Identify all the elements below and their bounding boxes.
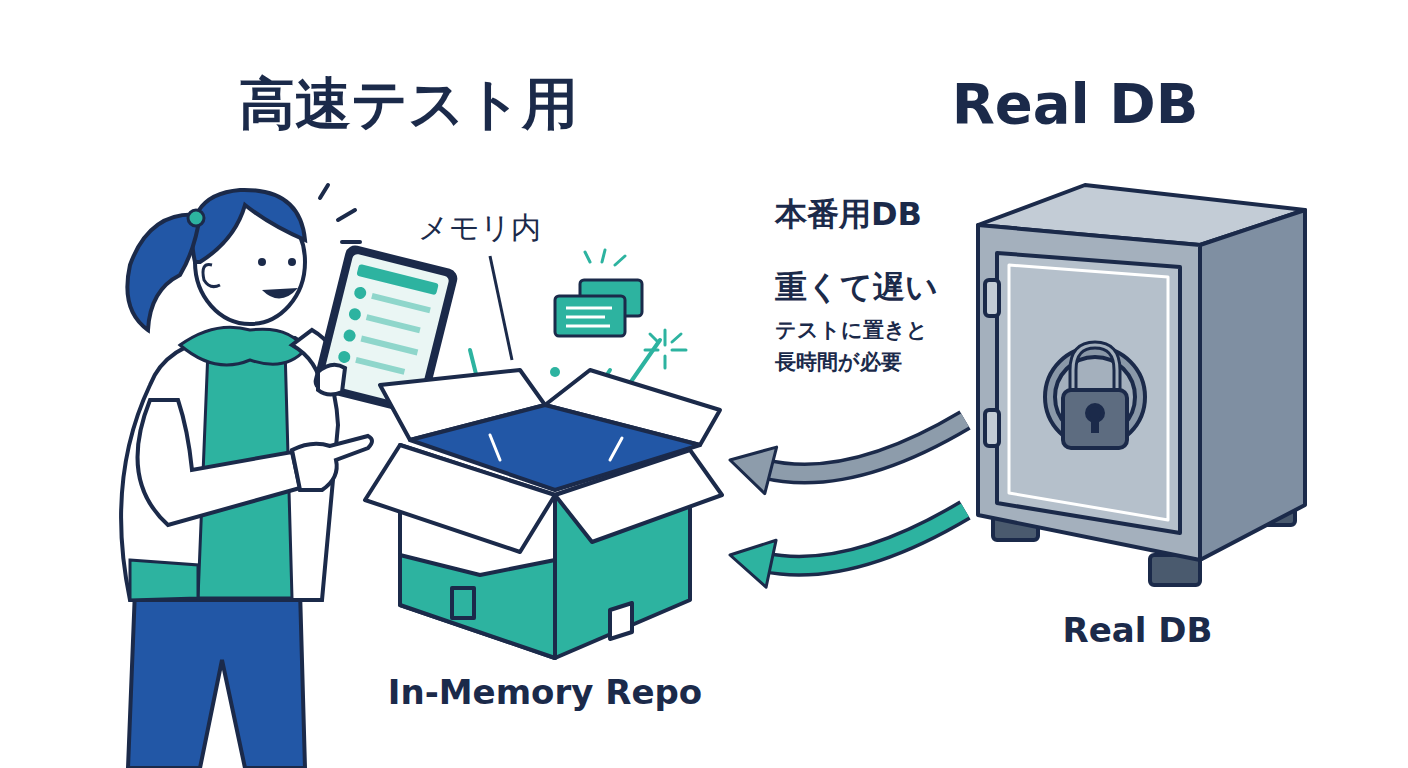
hair-tie <box>188 210 204 226</box>
note-text: 長時間が必要 <box>775 350 975 375</box>
note-heading: 重くて遅い <box>775 268 975 306</box>
note-heading: 本番用DB <box>775 195 975 233</box>
woman-collar <box>180 327 305 365</box>
arrow-outline <box>763 420 965 473</box>
arrow-head <box>730 540 776 587</box>
sparkle <box>585 250 686 368</box>
heading: 高速テスト用 <box>208 70 608 137</box>
woman-mouth <box>262 288 298 299</box>
woman-eye <box>288 258 296 266</box>
woman-ponytail <box>127 215 200 330</box>
woman-jacket-band <box>130 560 198 600</box>
node-label: Real DB <box>965 610 1310 650</box>
woman-hair <box>192 190 305 262</box>
node-label: In-Memory Repo <box>360 672 730 712</box>
arrow-outline <box>763 510 965 566</box>
cardboard-box <box>360 360 730 720</box>
woman-ear <box>203 265 220 287</box>
sparkle-dot <box>550 367 560 377</box>
arrow-shaft <box>763 510 965 566</box>
heading: Real DB <box>875 70 1275 137</box>
woman-eye <box>258 258 266 266</box>
safe <box>965 165 1310 655</box>
woman-pants <box>128 590 305 768</box>
arrow-shaft <box>763 420 965 473</box>
arrow-head <box>730 447 777 494</box>
callout-text: メモリ内 <box>418 210 578 246</box>
arrow-connector <box>730 420 965 494</box>
woman-hand <box>292 436 372 490</box>
woman-arm <box>138 400 300 525</box>
data-cards <box>555 280 642 336</box>
in-memory-repo: In-Memory Repo <box>360 360 730 720</box>
arrow-connector <box>730 510 965 587</box>
motion-marks <box>320 185 360 242</box>
note-text: テストに置きと <box>775 318 975 343</box>
woman-hand <box>318 365 345 395</box>
leader-line <box>490 256 512 360</box>
real-db-safe: Real DB <box>965 165 1310 655</box>
